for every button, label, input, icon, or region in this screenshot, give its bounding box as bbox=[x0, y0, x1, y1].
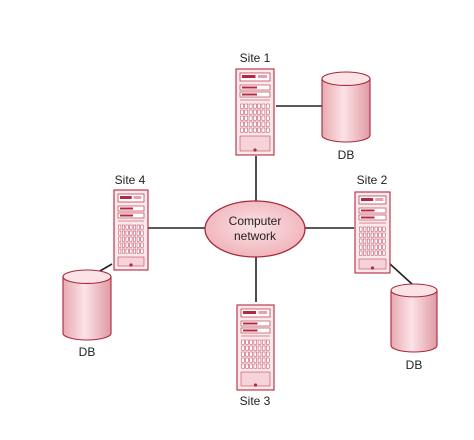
server-body bbox=[113, 189, 149, 271]
site2-label: Site 2 bbox=[357, 173, 388, 187]
database-site1 bbox=[321, 71, 371, 143]
server-site2 bbox=[354, 191, 391, 274]
site3-label: Site 3 bbox=[240, 394, 271, 408]
computer-network: Computer network bbox=[204, 200, 306, 258]
db-cylinder-top bbox=[390, 283, 438, 298]
site1-label: Site 1 bbox=[240, 51, 271, 65]
db-cylinder-body bbox=[62, 276, 112, 341]
db-cylinder-top bbox=[62, 269, 112, 284]
network-ellipse bbox=[204, 200, 306, 258]
server-site3 bbox=[236, 304, 275, 391]
server-site4 bbox=[113, 189, 149, 271]
link-site2-db bbox=[389, 263, 413, 285]
site4-db-label: DB bbox=[79, 345, 96, 359]
network-label-line2: network bbox=[234, 229, 277, 243]
site2-db-label: DB bbox=[406, 358, 423, 372]
network-label-line1: Computer bbox=[229, 214, 282, 228]
site4-label: Site 4 bbox=[115, 173, 146, 187]
db-cylinder-body bbox=[321, 78, 371, 143]
database-site2 bbox=[390, 283, 438, 353]
db-cylinder-body bbox=[390, 289, 438, 353]
database-site4 bbox=[62, 269, 112, 341]
site1-db-label: DB bbox=[338, 148, 355, 162]
connection-lines bbox=[87, 105, 413, 302]
server-site1 bbox=[235, 68, 275, 156]
db-cylinder-top bbox=[321, 71, 371, 86]
